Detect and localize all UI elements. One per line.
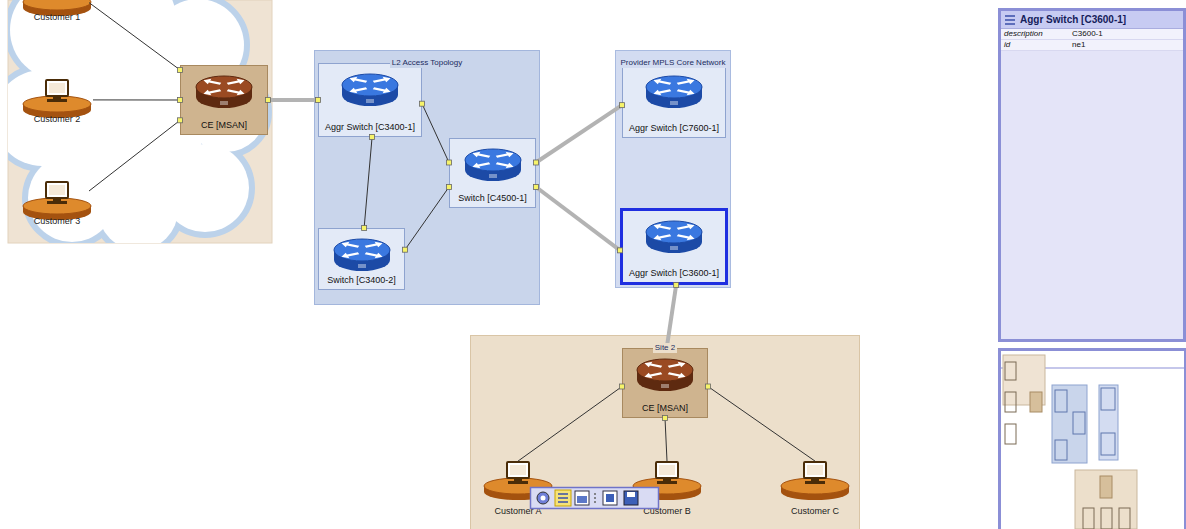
connector — [665, 418, 667, 461]
property-name: description — [1001, 29, 1069, 40]
floating-toolbar — [531, 488, 659, 509]
node-label: Customer A — [494, 506, 541, 517]
port-marker — [178, 118, 183, 123]
computer-icon — [777, 458, 853, 500]
port-marker — [420, 101, 425, 106]
property-value: C3600-1 — [1069, 29, 1183, 40]
connector — [708, 387, 815, 462]
port-marker — [620, 103, 625, 108]
router-icon — [330, 234, 394, 274]
computer-icon — [19, 178, 95, 220]
port-marker — [266, 98, 271, 103]
node-label: Customer C — [791, 506, 839, 517]
node-label: Switch [C3400-2] — [327, 275, 396, 286]
node-label: Customer 2 — [34, 114, 81, 125]
router-icon — [633, 354, 697, 394]
node-label: Customer B — [643, 506, 691, 517]
port-marker — [370, 135, 375, 140]
group-title: Provider MPLS Core Network — [619, 58, 728, 68]
selected-switch-node: Aggr Switch [C3600-1] — [620, 208, 728, 285]
node-label: Switch [C4500-1] — [458, 193, 527, 204]
connector — [89, 120, 180, 191]
node-label: Customer 1 — [34, 12, 81, 23]
connector — [667, 285, 676, 348]
router-icon — [642, 71, 706, 111]
group-title: Site 2 — [653, 343, 677, 353]
port-marker — [674, 283, 679, 288]
connector — [536, 187, 620, 250]
customer-node: Customer B — [627, 458, 707, 520]
switch-node: Switch [C4500-1] — [449, 138, 536, 208]
customer-node: Customer 2 — [17, 76, 97, 128]
connector — [518, 387, 622, 462]
customer-node: Customer C — [775, 458, 855, 520]
router-icon — [192, 71, 256, 111]
cloud — [8, 0, 268, 243]
customer-node: Customer 3 — [17, 178, 97, 230]
port-marker — [706, 384, 711, 389]
list-icon — [1004, 14, 1016, 26]
ce-router-node: CE [MSAN] — [180, 65, 268, 135]
port-marker — [447, 185, 452, 190]
connector — [89, 3, 180, 70]
port-marker — [178, 98, 183, 103]
node-label: CE [MSAN] — [201, 120, 247, 131]
port-marker — [316, 98, 321, 103]
panel-header: Aggr Switch [C3600-1] — [1001, 11, 1183, 29]
port-marker — [534, 160, 539, 165]
connector — [405, 187, 449, 250]
computer-icon — [629, 458, 705, 500]
port-marker — [403, 247, 408, 252]
router-icon — [642, 216, 706, 256]
connector — [422, 104, 449, 163]
port-marker — [362, 226, 367, 231]
connector — [93, 99, 180, 100]
core-network-group: Aggr Switch [C7600-1] Aggr Switch [C3600-… — [615, 50, 731, 288]
connector — [268, 98, 318, 102]
node-label: CE [MSAN] — [642, 403, 688, 414]
router-icon — [338, 69, 402, 109]
site-group: CE [MSAN] Customer A Customer B Customer C S… — [470, 335, 860, 529]
router-icon — [461, 144, 525, 184]
switch-node: Aggr Switch [C3400-1] — [318, 63, 422, 137]
connector — [536, 105, 622, 162]
switch-node: Switch [C3400-2] — [318, 228, 405, 290]
port-marker — [534, 185, 539, 190]
computer-icon — [19, 76, 95, 118]
port-marker — [663, 416, 668, 421]
property-name: id — [1001, 40, 1069, 51]
property-value: ne1 — [1069, 40, 1183, 51]
port-marker — [447, 160, 452, 165]
computer-icon — [480, 458, 556, 500]
topology-group: Aggr Switch [C3400-1] Switch [C3400-2] Swi… — [314, 50, 540, 305]
node-label: Aggr Switch [C7600-1] — [629, 123, 719, 134]
overview-panel — [1000, 350, 1186, 529]
port-marker — [618, 248, 623, 253]
ce-router-node: CE [MSAN] — [622, 348, 708, 418]
port-marker — [664, 346, 669, 351]
port-marker — [178, 67, 183, 72]
node-label: Customer 3 — [34, 216, 81, 227]
customer-node: Customer 1 — [17, 0, 97, 26]
node-label: Aggr Switch [C3600-1] — [629, 268, 719, 279]
switch-node: Aggr Switch [C7600-1] — [622, 65, 726, 138]
panel-heading: Aggr Switch [C3600-1] — [1020, 14, 1126, 25]
connector — [364, 137, 372, 228]
customer-node: Customer A — [478, 458, 558, 520]
property-panel: Aggr Switch [C3600-1] descriptionC3600-1i… — [998, 8, 1186, 342]
property-table: descriptionC3600-1idne1 — [1001, 29, 1183, 51]
group-title: L2 Access Topology — [390, 58, 465, 68]
node-label: Aggr Switch [C3400-1] — [325, 122, 415, 133]
port-marker — [620, 384, 625, 389]
